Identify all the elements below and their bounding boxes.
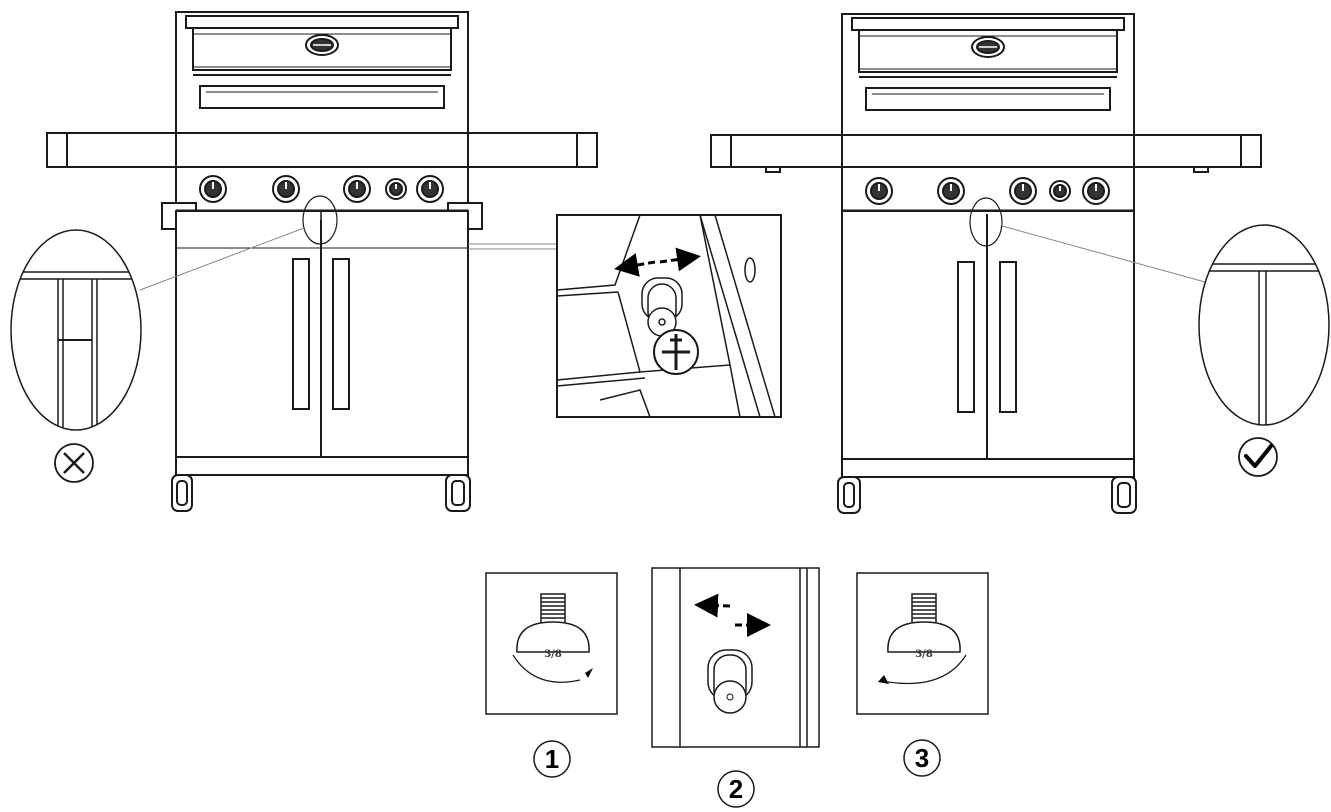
step-3-number: 3	[903, 739, 941, 777]
bolt-head	[887, 621, 961, 653]
step-1-panel: 3/8	[485, 572, 618, 715]
bolt-marking: 3/8	[544, 649, 562, 660]
callout-leader	[1001, 225, 1206, 283]
misaligned-detail-view	[10, 229, 142, 431]
cart-base	[175, 456, 469, 476]
door-handle-left	[292, 258, 310, 410]
right-grill	[710, 13, 1262, 514]
bolt-thread	[540, 593, 566, 625]
cabinet	[841, 210, 1135, 462]
check-icon	[1238, 437, 1278, 477]
door-handle-right	[999, 261, 1017, 413]
adjust-arrows	[694, 593, 771, 637]
step-2-number: 2	[717, 770, 755, 808]
brand-logo	[971, 36, 1005, 58]
door-gap-callout	[969, 197, 1003, 247]
left-grill	[46, 11, 598, 512]
control-knobs	[865, 177, 1110, 205]
cross-icon	[54, 443, 94, 483]
brand-logo	[305, 34, 339, 56]
control-knobs	[199, 175, 444, 203]
step-3-panel: 3/8	[856, 572, 989, 715]
cart-base	[841, 458, 1135, 478]
hinge-zoom-detail	[556, 214, 782, 418]
grill-lid	[175, 11, 469, 135]
rotate-counterclockwise-arrow	[887, 654, 967, 685]
door-handle-right	[332, 258, 350, 410]
svg-text:1: 1	[545, 744, 559, 774]
door-gap-callout	[302, 195, 338, 245]
caster-wheels	[837, 476, 1137, 514]
bolt-marking: 3/8	[915, 649, 933, 660]
adjust-arrows	[614, 247, 701, 277]
rotate-clockwise-arrow	[512, 654, 581, 683]
step-2-panel	[651, 567, 820, 748]
door-handle-left	[957, 261, 975, 413]
callout-leader	[139, 227, 305, 291]
grill-lid	[841, 13, 1135, 137]
svg-text:2: 2	[729, 774, 743, 804]
bolt-thread	[911, 593, 937, 625]
svg-text:3: 3	[915, 743, 929, 773]
caster-wheels	[171, 474, 471, 512]
step-1-number: 1	[533, 740, 571, 778]
side-shelves	[46, 132, 598, 168]
bolt-head	[516, 621, 590, 653]
aligned-detail-view	[1198, 224, 1330, 426]
